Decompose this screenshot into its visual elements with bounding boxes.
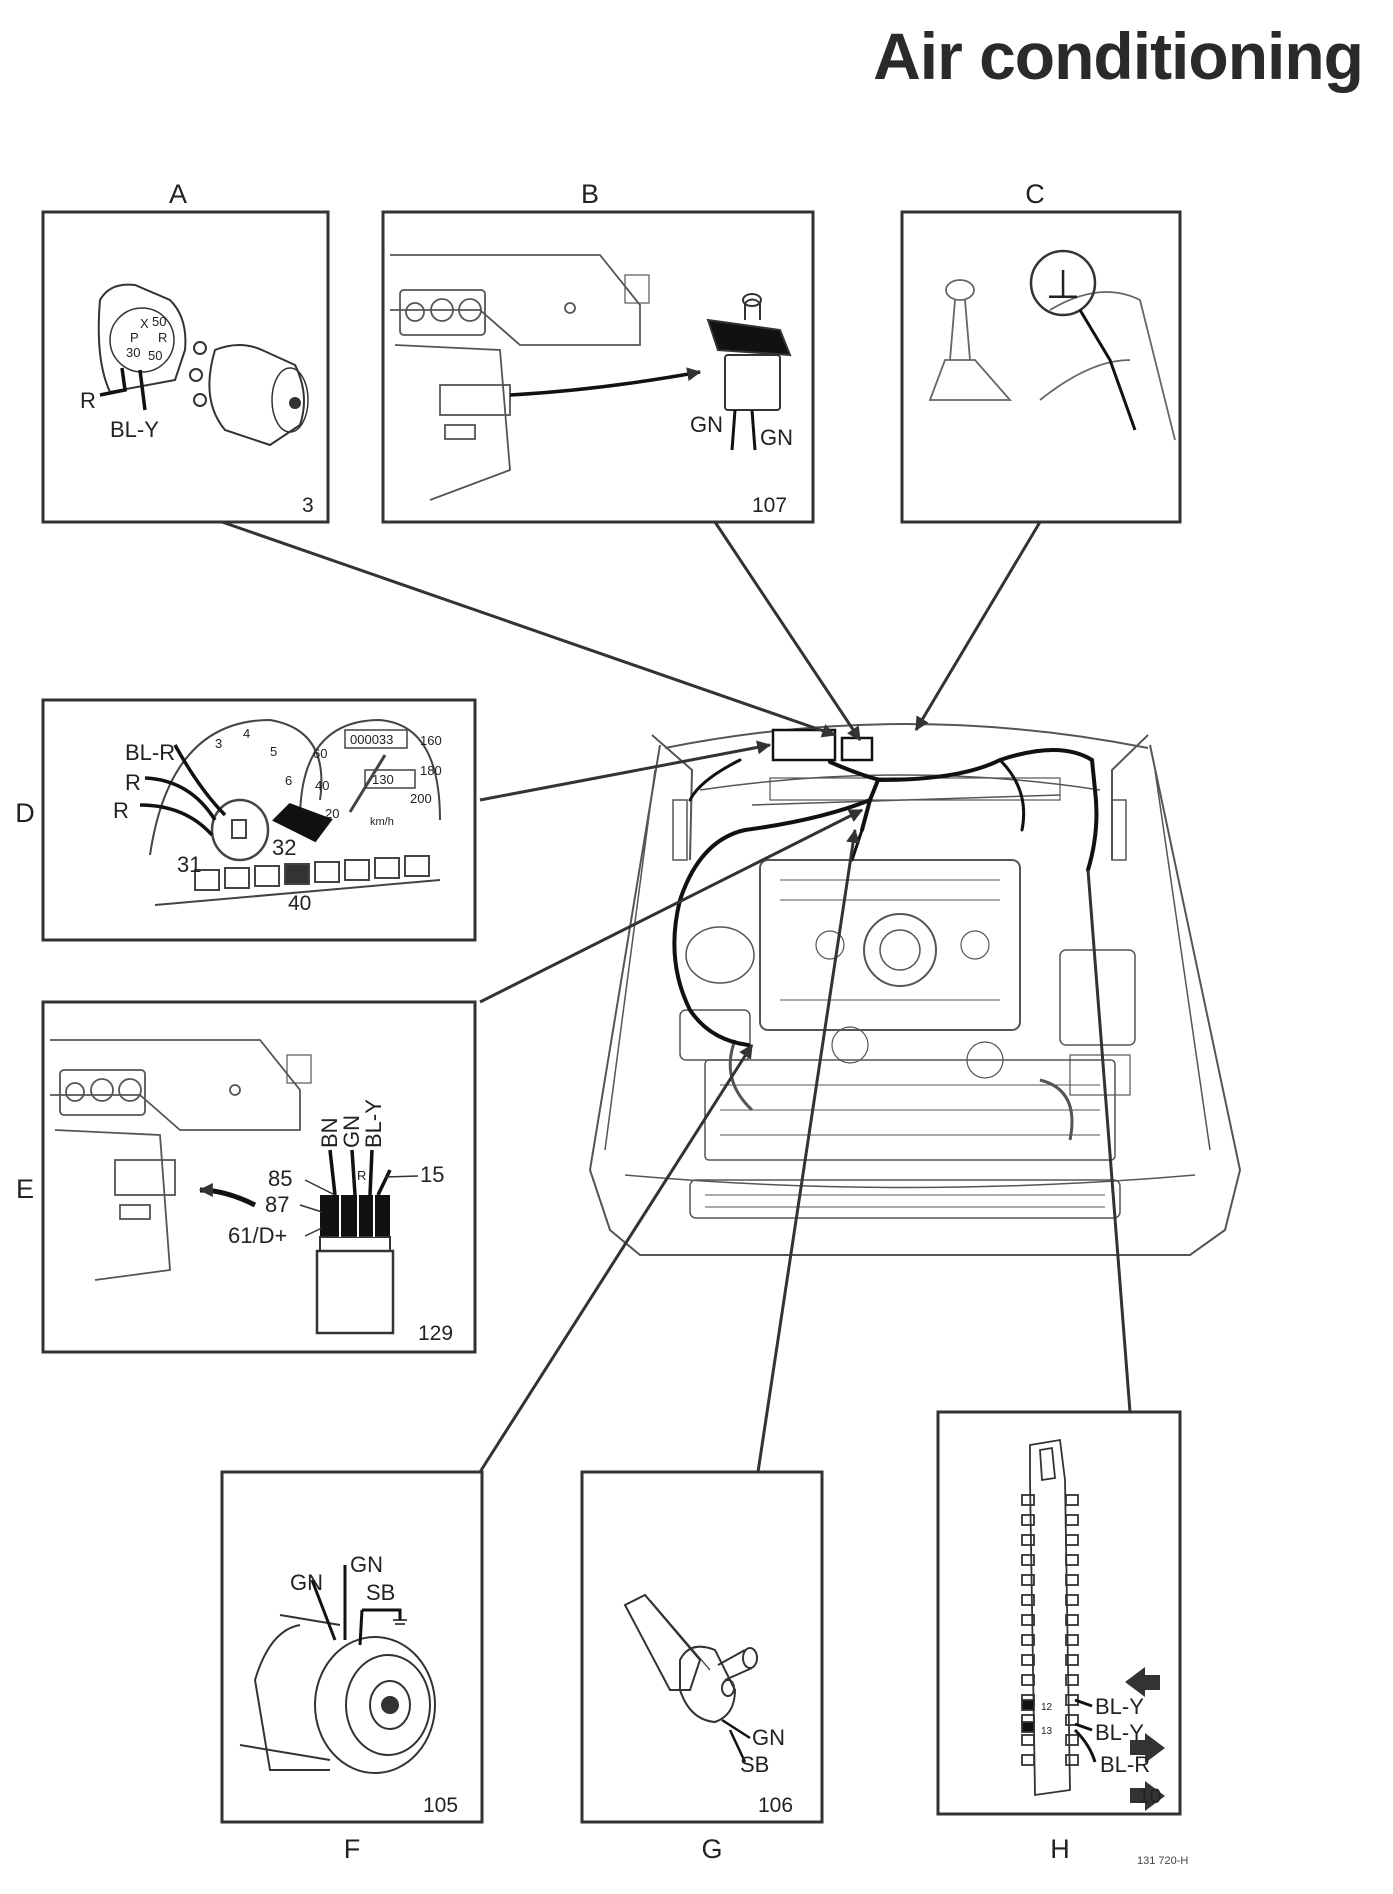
- panel-h-pin-12: 12: [1041, 1702, 1053, 1713]
- panel-f-letter: F: [344, 1834, 361, 1864]
- dashboard-drawing: [390, 254, 650, 501]
- wire-direction-arrows: [1125, 1667, 1165, 1811]
- panel-g-number: 106: [758, 1794, 793, 1817]
- panel-f-number: 105: [423, 1794, 458, 1817]
- panel-d-wire-bl-r: BL-R: [125, 740, 175, 765]
- panel-a-wire-bl-y: BL-Y: [110, 417, 159, 442]
- panel-d-wire-r-lower: R: [113, 798, 129, 823]
- panel-e-terminal-15: 15: [420, 1162, 444, 1187]
- speedo-mark-20: 20: [325, 806, 339, 821]
- terminal-block-drawing: [1021, 1438, 1079, 1797]
- odometer-reading: 000033: [350, 732, 393, 747]
- panel-g: G GN SB 106: [580, 1470, 824, 1864]
- panel-e-letter: E: [16, 1174, 34, 1204]
- panel-f-wire-gn-left: GN: [290, 1570, 323, 1595]
- leader-h: [1086, 869, 1132, 1413]
- panel-a-terminal-x: X: [140, 316, 149, 331]
- car-engine-bay: [588, 723, 1242, 1256]
- leader-d: [479, 740, 772, 802]
- panel-g-letter: G: [701, 1834, 722, 1864]
- tacho-mark-5: 5: [270, 744, 277, 759]
- pressure-switch-drawing: [623, 1593, 758, 1724]
- panel-b-wire-gn-left: GN: [690, 412, 723, 437]
- panel-b-number: 107: [752, 494, 787, 517]
- speedo-mark-40: 40: [315, 778, 329, 793]
- panel-c: C ⊥: [900, 179, 1182, 524]
- panel-d-wire-r-upper: R: [125, 770, 141, 795]
- panel-e-terminal-85: 85: [268, 1166, 292, 1191]
- panel-h: H: [936, 1410, 1182, 1864]
- panel-e-terminal-87: 87: [265, 1192, 289, 1217]
- leader-a: [221, 520, 837, 738]
- compressor-clutch-drawing: [239, 1614, 436, 1774]
- panel-g-wire-gn: GN: [752, 1725, 785, 1750]
- panel-h-wire-bl-y-upper: BL-Y: [1095, 1694, 1144, 1719]
- speedo-mark-180: 180: [420, 763, 442, 778]
- panel-d-letter: D: [15, 798, 35, 828]
- drawing-code: 131 720-H: [1137, 1855, 1189, 1867]
- panel-e-number: 129: [418, 1322, 453, 1345]
- panel-h-pin-13: 13: [1041, 1726, 1053, 1737]
- panel-a-terminal-30: 30: [126, 345, 140, 360]
- gear-lever-drawing: [928, 279, 1176, 441]
- trip-reading: 130: [372, 772, 394, 787]
- panel-a-number: 3: [302, 494, 314, 517]
- panel-e-wire-bl-y: BL-Y: [361, 1099, 386, 1148]
- panel-d: D BL-R R R 3: [15, 698, 477, 942]
- panel-a-terminal-r: R: [158, 330, 167, 345]
- panel-a-wire-r: R: [80, 388, 96, 413]
- panel-e-wire-bn: BN: [317, 1117, 342, 1148]
- panel-e: E: [16, 1000, 477, 1354]
- page-title: Air conditioning: [873, 19, 1364, 93]
- wiring-harness: [672, 728, 1099, 1047]
- speedo-mark-60: 60: [313, 746, 327, 761]
- panel-b-letter: B: [581, 179, 599, 209]
- panel-c-letter: C: [1025, 179, 1045, 209]
- panel-e-wire-r: R: [357, 1168, 366, 1183]
- panel-a-terminal-p: P: [130, 330, 139, 345]
- relay-drawing: [315, 1195, 395, 1335]
- panel-a-terminal-50b: 50: [148, 348, 162, 363]
- panel-g-wire-sb: SB: [740, 1752, 769, 1777]
- leader-c: [914, 521, 1042, 732]
- leader-lines: [221, 520, 1132, 1473]
- tacho-mark-3: 3: [215, 736, 222, 751]
- panel-h-number: 10: [1138, 1785, 1161, 1808]
- panel-h-letter: H: [1050, 1834, 1070, 1864]
- tacho-mark-4: 4: [243, 726, 250, 741]
- tacho-mark-6: 6: [285, 773, 292, 788]
- dashboard-drawing-e: [50, 1039, 312, 1281]
- panel-f-wire-sb: SB: [366, 1580, 395, 1605]
- leader-e: [479, 808, 864, 1004]
- panel-e-terminal-61-d: 61/D+: [228, 1223, 287, 1248]
- leader-g: [756, 828, 861, 1473]
- instrument-cluster-drawing: [149, 718, 441, 906]
- panel-b-wire-gn-right: GN: [760, 425, 793, 450]
- panel-a-terminal-50a: 50: [152, 314, 166, 329]
- panel-d-pin-31: 31: [177, 852, 201, 877]
- panel-d-pin-32: 32: [272, 835, 296, 860]
- leader-f: [478, 1044, 754, 1473]
- panel-h-wire-bl-r: BL-R: [1100, 1752, 1150, 1777]
- panel-f: F GN GN SB 105: [220, 1470, 484, 1864]
- panel-a-letter: A: [169, 179, 187, 209]
- panel-e-wire-gn: GN: [339, 1115, 364, 1148]
- panel-f-wire-gn-right: GN: [350, 1552, 383, 1577]
- ground-symbol-circle: [1029, 249, 1097, 317]
- speedo-unit: km/h: [370, 816, 394, 828]
- panel-b: B GN G: [381, 179, 815, 524]
- ac-switch-drawing: [706, 293, 792, 411]
- speedo-mark-200: 200: [410, 791, 432, 806]
- panel-d-number: 40: [288, 892, 311, 915]
- panel-h-wire-bl-y-lower: BL-Y: [1095, 1720, 1144, 1745]
- panel-a: A X 50 P R 30 50 R BL-Y 3: [41, 179, 330, 524]
- leader-b: [713, 521, 862, 741]
- speedo-mark-160: 160: [420, 733, 442, 748]
- panel-c-ground-symbol: ⊥: [1046, 263, 1081, 307]
